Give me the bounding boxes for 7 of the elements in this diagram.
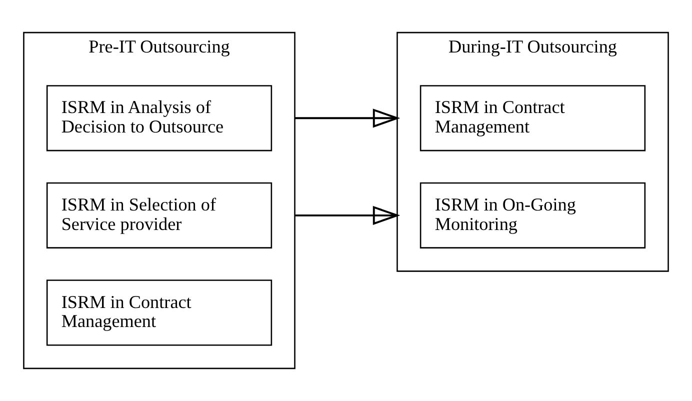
arrow <box>294 108 400 128</box>
node-box: ISRM in Contract Management <box>46 280 272 346</box>
node-box: ISRM in Analysis of Decision to Outsource <box>46 85 272 152</box>
node-box: ISRM in Contract Management <box>420 85 646 152</box>
node-box: ISRM in On-Going Monitoring <box>420 182 646 248</box>
node-box: ISRM in Selection of Service provider <box>46 182 272 248</box>
arrow <box>294 206 400 225</box>
